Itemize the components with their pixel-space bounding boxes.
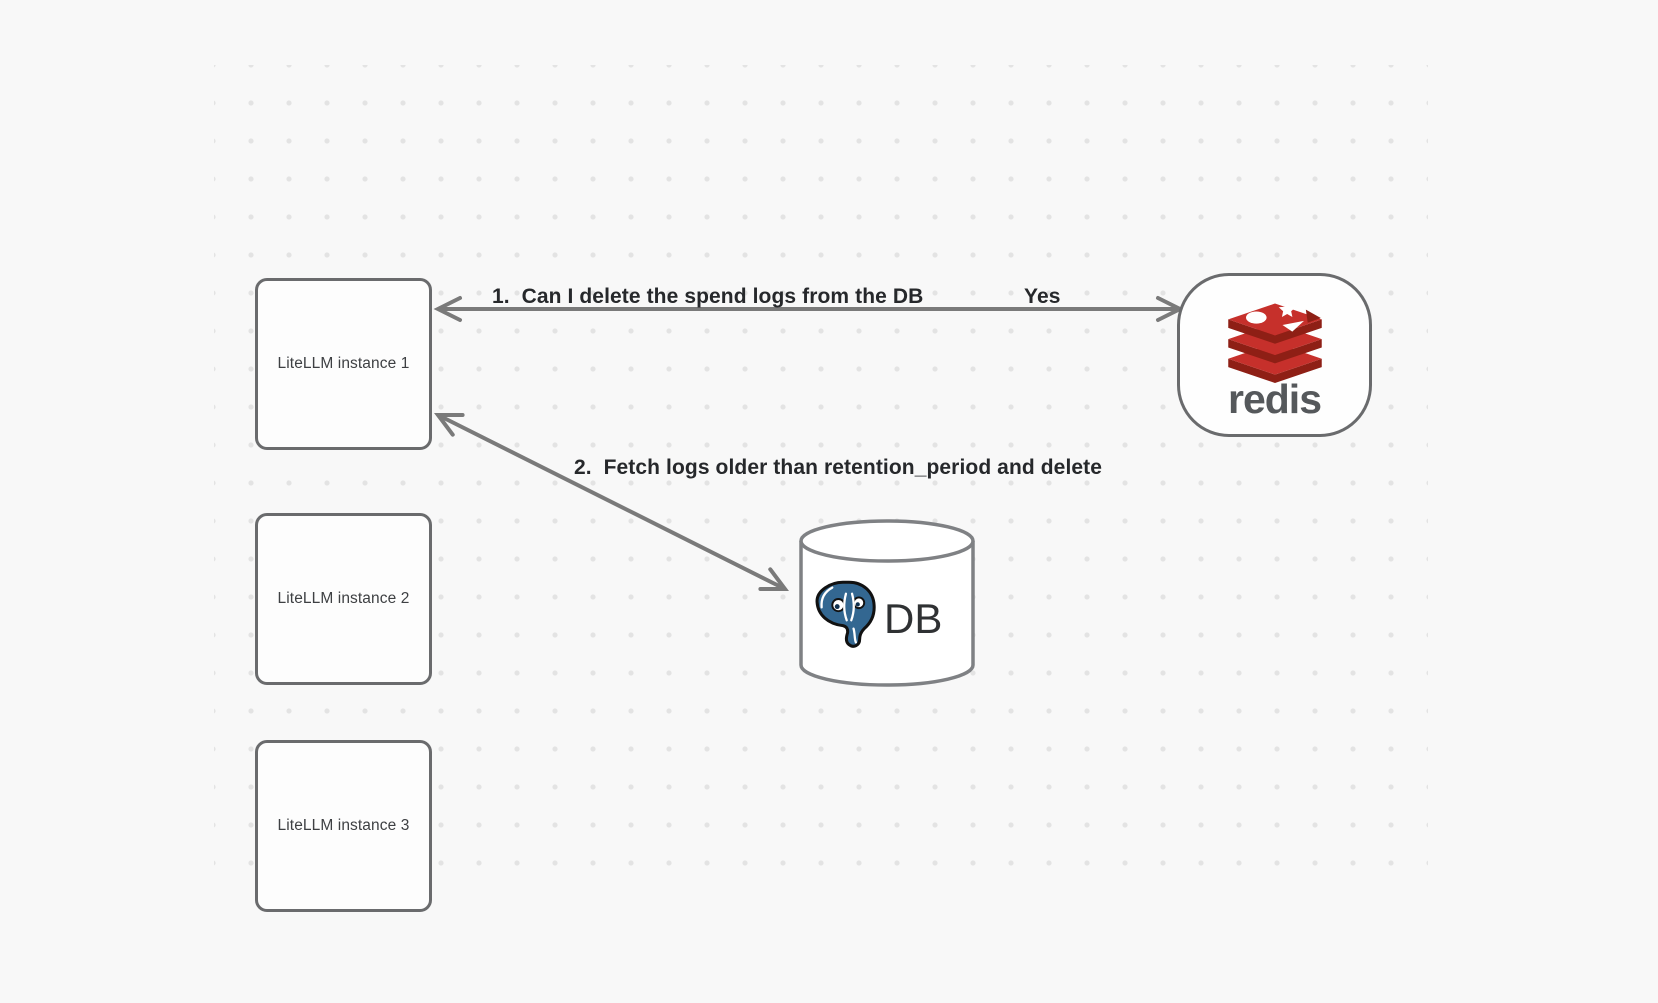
redis-wordmark: redis xyxy=(1228,375,1322,422)
node-label: LiteLLM instance 2 xyxy=(277,590,410,607)
postgresql-logo-icon xyxy=(815,580,876,648)
cylinder-shape xyxy=(799,519,975,687)
node-redis[interactable]: redis xyxy=(1177,273,1372,437)
arrow-1-label[interactable]: 1. Can I delete the spend logs from the … xyxy=(492,285,924,308)
node-label: LiteLLM instance 3 xyxy=(277,817,410,834)
arrow-litellm-db[interactable] xyxy=(434,412,789,592)
node-db[interactable]: DB xyxy=(797,518,977,688)
redis-logo-icon xyxy=(1227,300,1322,383)
node-litellm-instance-2[interactable]: LiteLLM instance 2 xyxy=(255,513,432,685)
node-litellm-instance-3[interactable]: LiteLLM instance 3 xyxy=(255,740,432,912)
db-label: DB xyxy=(884,595,943,642)
node-litellm-instance-1[interactable]: LiteLLM instance 1 xyxy=(255,278,432,450)
node-label: LiteLLM instance 1 xyxy=(277,355,410,372)
arrow-1-response-label[interactable]: Yes xyxy=(1024,285,1061,308)
arrow-2-label[interactable]: 2. Fetch logs older than retention_perio… xyxy=(574,456,1103,479)
